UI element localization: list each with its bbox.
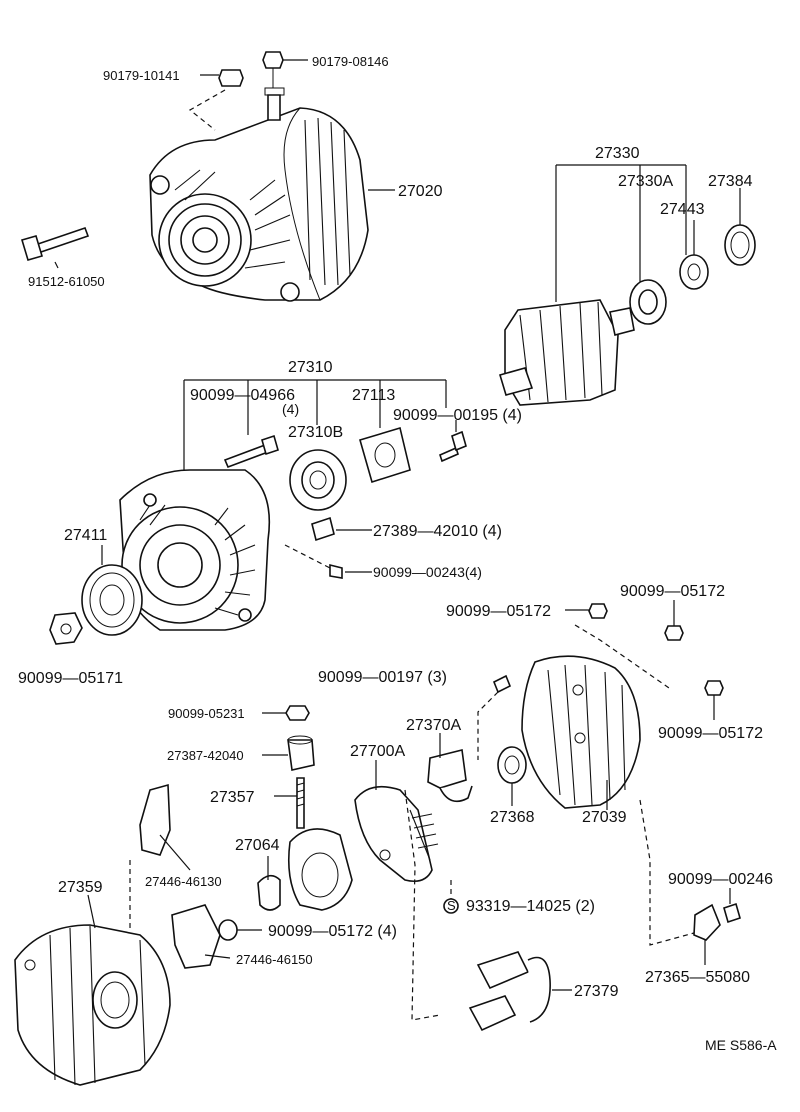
drive-end-frame-27310: [119, 379, 447, 631]
nut-90099-05172-b: [664, 600, 684, 641]
plug-27379: [468, 951, 572, 1032]
label-93319-14025: 93319—14025 (2): [466, 898, 595, 915]
label-27446-46150: 27446-46150: [236, 952, 313, 967]
label-27359: 27359: [58, 879, 103, 896]
rectifier-end-frame-27039: [521, 655, 706, 946]
screw-90099-00243: [284, 544, 372, 579]
nut-90179-08146: [262, 51, 308, 88]
nut-90179-10141: [188, 69, 244, 131]
label-27411: 27411: [64, 527, 107, 544]
label-27370A: 27370A: [406, 717, 461, 734]
insulator-27446-46150: [171, 904, 231, 969]
label-90099-05172-a: 90099—05172: [446, 603, 551, 620]
bearing-27330A: [629, 279, 667, 325]
nut-90099-05171: [49, 612, 83, 645]
s-symbol-letter: S: [447, 898, 456, 913]
label-90099-00246: 90099—00246: [668, 871, 773, 888]
label-27330A: 27330A: [618, 173, 673, 190]
regulator-27064: [257, 828, 353, 911]
nut-90099-05231: [262, 705, 310, 721]
screw-90099-04966: [223, 434, 279, 469]
label-27384: 27384: [708, 173, 753, 190]
alternator-assembly-27020: [149, 87, 395, 302]
label-27368: 27368: [490, 809, 535, 826]
clip-27365-55080: [693, 903, 721, 965]
brush-holder-27700A: [354, 760, 441, 1021]
cover-27443: [679, 220, 709, 290]
bolt-91512-61050: [21, 226, 90, 269]
label-27310: 27310: [288, 359, 333, 376]
s-symbol: [443, 880, 459, 914]
nut-90099-05172-c: [704, 680, 724, 720]
label-27113: 27113: [352, 387, 395, 404]
label-90099-00197: 90099—00197 (3): [318, 669, 447, 686]
retainer-27389-42010: [311, 516, 372, 542]
rotor-27330: [498, 164, 687, 406]
label-27310B: 27310B: [288, 424, 343, 441]
label-90099-05172-4: 90099—05172 (4): [268, 923, 397, 940]
diagram-code: ME S586-A: [705, 1037, 777, 1053]
label-27446-46130: 27446-46130: [145, 874, 222, 889]
terminal-27370A: [427, 733, 473, 803]
pulley-27411: [81, 545, 143, 636]
insulator-27387-42040: [262, 735, 315, 771]
label-27389-42010: 27389—42010 (4): [373, 523, 502, 540]
label-27387-42040: 27387-42040: [167, 748, 244, 763]
label-27365-55080: 27365—55080: [645, 969, 750, 986]
label-27064: 27064: [235, 837, 280, 854]
bracket-27446-46130: [129, 783, 191, 930]
label-90179-08146: 90179-08146: [312, 54, 389, 69]
label-90099-05171: 90099—05171: [18, 670, 123, 687]
label-90099-05172-c: 90099—05172: [658, 725, 763, 742]
label-27020: 27020: [398, 183, 443, 200]
leader-dash-05172: [574, 624, 673, 691]
rear-cover-27359: [14, 894, 171, 1086]
label-90099-00195: 90099—00195 (4): [393, 407, 522, 424]
screw-90099-00195: [439, 420, 467, 463]
bearing-27368: [497, 746, 527, 806]
screw-90099-00197: [477, 674, 512, 760]
nut-90099-05172-4: [218, 919, 262, 941]
label-27330: 27330: [595, 145, 640, 162]
label-27443: 27443: [660, 201, 705, 218]
label-90099-04966-qty: (4): [282, 401, 299, 417]
label-27700A: 27700A: [350, 743, 405, 760]
label-90099-04966: 90099—04966: [190, 387, 295, 404]
plate-27113: [359, 426, 411, 484]
ring-27384: [724, 188, 756, 266]
label-27379: 27379: [574, 983, 619, 1000]
screw-90099-00246: [723, 888, 741, 924]
nut-90099-05172-a: [565, 603, 608, 619]
label-90099-00243: 90099—00243(4): [373, 564, 482, 580]
bolt-27357: [274, 777, 305, 829]
label-90099-05231: 90099-05231: [168, 706, 245, 721]
label-27039: 27039: [582, 809, 627, 826]
label-90099-05172-b: 90099—05172: [620, 583, 725, 600]
label-91512-61050: 91512-61050: [28, 274, 105, 289]
bearing-27310B: [289, 449, 347, 511]
label-27357: 27357: [210, 789, 255, 806]
label-90179-10141: 90179-10141: [103, 68, 180, 83]
